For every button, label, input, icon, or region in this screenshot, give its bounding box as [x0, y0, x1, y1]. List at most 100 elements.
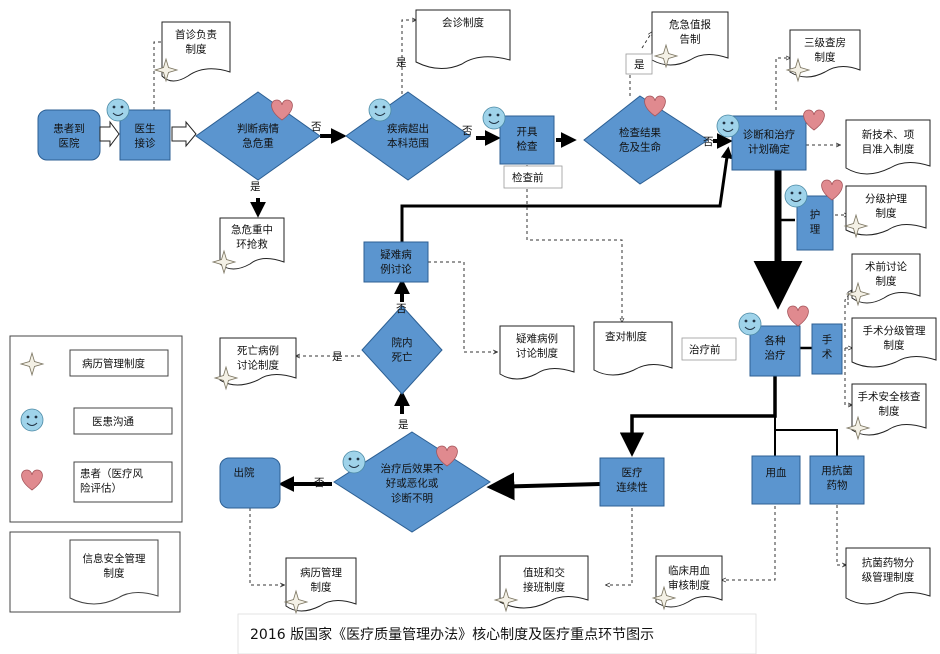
label-boxes	[237, 53, 757, 654]
smiley-icon	[716, 114, 740, 138]
label-critical-value: 危急值报告制	[669, 18, 711, 46]
label-doctor-visit: 医生接诊	[135, 122, 156, 150]
smiley-icon	[106, 98, 130, 122]
label-surgery-grade: 手术分级管理制度	[863, 324, 926, 352]
legend-label: 病历管理制度	[82, 357, 145, 370]
edge-label-before-exam: 检查前	[512, 171, 544, 184]
caption: 2016 版国家《医疗质量管理办法》核心制度及医疗重点环节图示	[250, 626, 654, 643]
doc-handover	[499, 555, 589, 609]
main-connectors	[171, 128, 838, 501]
node-plan	[731, 115, 807, 171]
edge-label-yes: 是	[396, 57, 407, 69]
label-grade-nursing: 分级护理制度	[865, 192, 907, 220]
legend-label: 信息安全管理制度	[83, 552, 146, 580]
edge-label-no: 否	[462, 125, 473, 137]
node-beyond-scope	[345, 91, 471, 181]
process-boxes	[37, 109, 865, 509]
smiley-icon	[738, 312, 762, 336]
node-blood	[751, 455, 801, 505]
doc-difficult-discuss	[499, 325, 575, 380]
smiley-icon	[482, 106, 506, 130]
label-first-visit: 首诊负责制度	[175, 28, 217, 56]
heart-icon	[787, 305, 809, 327]
heart-icon	[803, 109, 825, 131]
label-three-level: 三级查房制度	[804, 36, 846, 64]
document-shapes	[161, 9, 937, 612]
legend-smiley-icon	[20, 408, 44, 432]
edge-label-yes: 是	[332, 351, 343, 363]
node-discharge	[219, 457, 281, 509]
label-check-verify: 查对制度	[605, 330, 647, 343]
edge-label-no: 否	[703, 136, 714, 148]
dashed-connectors	[153, 20, 852, 585]
label-treatments: 各种治疗	[765, 334, 786, 362]
label-surgery-safety: 手术安全核查制度	[858, 390, 921, 418]
legend-document-icon	[69, 539, 159, 605]
doc-surgery-grade	[851, 317, 937, 368]
label-records: 病历管理制度	[300, 566, 342, 594]
smiley-icon	[368, 98, 392, 122]
edge-label-yes: 是	[634, 59, 645, 71]
label-blood: 用血	[766, 466, 787, 479]
label-surgery: 手术	[822, 333, 833, 361]
label-plan: 诊断和治疗计划确定	[743, 128, 796, 156]
label-nursing: 护理	[810, 208, 821, 236]
doc-antibiotic-grade	[845, 547, 931, 605]
label-antibiotics: 用抗菌药物	[821, 464, 853, 492]
label-blood-review: 临床用血审核制度	[668, 564, 710, 592]
doc-consultation	[415, 9, 511, 69]
label-antibiotic-grade: 抗菌药物分级管理制度	[862, 556, 915, 584]
doc-records	[285, 557, 357, 612]
node-surgery	[811, 323, 843, 375]
label-beyond-scope: 疾病超出本科范围	[387, 122, 429, 150]
node-nursing	[796, 195, 834, 251]
node-death	[361, 305, 443, 395]
label-judge-critical: 判断病情急危重	[237, 122, 279, 150]
document-labels: 首诊负责制度 会诊制度 危急值报告制 三级查房制度 新技术、项目准入制度 急危重…	[175, 16, 926, 594]
label-difficult-case: 疑难病例讨论	[380, 248, 412, 276]
label-death: 院内死亡	[392, 336, 413, 364]
label-outcome: 治疗后效果不好或恶化或诊断不明	[381, 462, 444, 504]
label-exam-result: 检查结果危及生命	[619, 126, 661, 154]
edge-label-no: 否	[314, 477, 325, 489]
node-order-exam	[499, 115, 555, 165]
decision-diamonds	[195, 91, 709, 533]
edge-label-no: 否	[396, 303, 407, 315]
node-doctor-visit	[119, 109, 171, 161]
edge-label-yes: 是	[250, 181, 261, 193]
node-patient-arrival	[37, 109, 101, 161]
edge-labels: 否 否 否 否 否 是 是 是 是 是 检查前 治疗前	[250, 57, 721, 489]
node-judge-critical	[195, 91, 321, 181]
node-antibiotics	[809, 455, 865, 505]
label-difficult-discuss: 疑难病例讨论制度	[516, 332, 558, 360]
edge-label-no: 否	[311, 121, 322, 133]
legend-labels: 病历管理制度 医患沟通 患者（医疗风险评估） 信息安全管理制度	[80, 357, 146, 580]
smiley-icon	[784, 184, 808, 208]
legend-label: 医患沟通	[92, 415, 134, 428]
node-labels: 患者到医院 医生接诊 判断病情急危重 疾病超出本科范围 开具检查 检查结果危及生…	[53, 122, 853, 504]
doc-critical-value	[651, 11, 729, 66]
label-preop: 术前讨论制度	[865, 260, 907, 288]
legend	[9, 335, 183, 613]
label-consultation: 会诊制度	[442, 16, 484, 29]
edge-label-before-treat: 治疗前	[689, 343, 721, 356]
label-order-exam: 开具检查	[517, 126, 538, 153]
label-continuity: 医疗连续性	[616, 466, 648, 494]
node-difficult	[363, 241, 429, 283]
label-discharge: 出院	[234, 466, 255, 479]
label-patient-arrival: 患者到医院	[53, 123, 85, 150]
edge-label-yes: 是	[398, 419, 409, 431]
hollow-arrows	[99, 120, 197, 148]
label-death-discuss: 死亡病例讨论制度	[237, 344, 279, 372]
legend-label: 患者（医疗风险评估）	[80, 467, 143, 495]
smiley-icon	[342, 450, 366, 474]
node-continuity	[599, 457, 665, 507]
label-handover: 值班和交接班制度	[523, 566, 565, 594]
node-treatments	[749, 325, 801, 377]
doc-first-visit	[161, 21, 231, 82]
label-new-tech: 新技术、项目准入制度	[862, 128, 915, 156]
doc-new-tech	[845, 119, 931, 175]
label-emergency-rescue: 急危重中环抢救	[231, 223, 273, 251]
doc-check-verify	[593, 321, 673, 376]
